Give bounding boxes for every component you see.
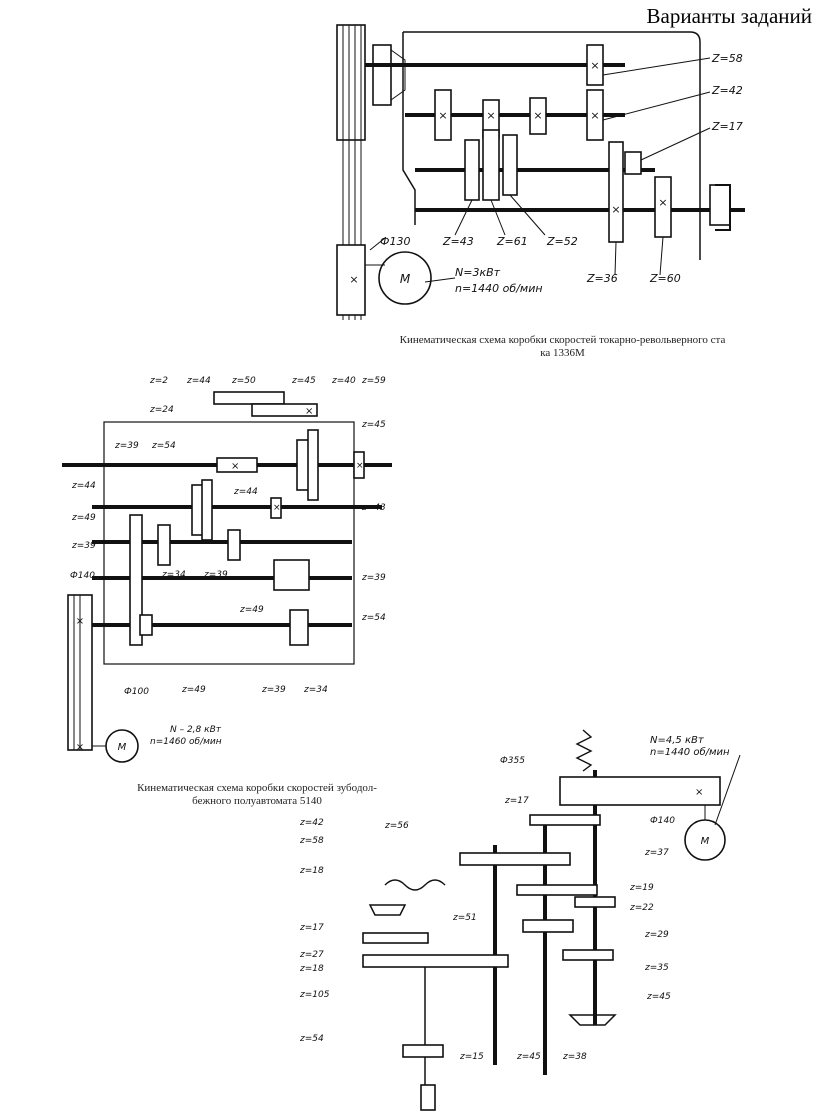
s2-label: z=39: [203, 570, 228, 580]
s2-label: z=49: [71, 513, 96, 523]
s2-label: z=49: [181, 685, 206, 695]
s3-label: z=29: [644, 930, 669, 940]
s3-label: z=38: [562, 1052, 587, 1062]
scheme-1-diagram: × × × × × × × × Z=58 Z=42 Z=17 Z=43 Z=61…: [336, 24, 745, 320]
s2-label: N – 2,8 кВт: [170, 725, 222, 735]
s2-label: z=39: [261, 685, 286, 695]
scheme-2-caption-line-1: Кинематическая схема коробки скоростей з…: [137, 782, 377, 794]
s1-label: Z=60: [649, 272, 681, 285]
s2-label: z=40: [331, 376, 356, 386]
s3-label: z=17: [504, 796, 529, 806]
s2-label: z=59: [361, 376, 386, 386]
s2-label: z=44: [186, 376, 211, 386]
s2-label: n=1460 об/мин: [150, 737, 222, 747]
s1-label: Z=58: [711, 52, 743, 65]
scheme-2-diagram: × × × × × × z=2 z=44 z=50 z=45 z=40 z=59…: [62, 376, 392, 763]
s2-label: z=39: [71, 541, 96, 551]
s2-label: Ф140: [70, 571, 95, 581]
s3-label: z=27: [299, 950, 324, 960]
s1-label: Z=61: [496, 235, 528, 248]
s1-label: Z=52: [546, 235, 578, 248]
s3-label: z=45: [516, 1052, 541, 1062]
s2-label: z=34: [161, 570, 186, 580]
svg-text:×: ×: [76, 742, 84, 753]
scheme-2-caption: Кинематическая схема коробки скоростей з…: [112, 782, 402, 808]
s3-label: z=51: [452, 913, 477, 923]
s3-label: N=4,5 кВт: [650, 735, 705, 746]
s2-label: z=39: [361, 573, 386, 583]
s2-label: z=2: [149, 376, 168, 386]
scheme-1-caption: Кинематическая схема коробки скоростей т…: [370, 334, 755, 360]
s3-label: z=18: [299, 866, 324, 876]
s3-label: z=17: [299, 923, 324, 933]
svg-text:×: ×: [349, 273, 358, 286]
s1-motor-label: M: [400, 272, 411, 286]
motor-circle-1: [378, 251, 432, 305]
s3-label: z=37: [644, 848, 669, 858]
s3-motor-label: M: [701, 836, 710, 847]
svg-text:×: ×: [305, 406, 313, 417]
s1-label: Ф130: [380, 235, 410, 248]
s1-label: Z=17: [711, 120, 743, 133]
svg-text:×: ×: [273, 503, 281, 513]
s2-label: z=49: [239, 605, 264, 615]
s3-label: z=58: [299, 836, 324, 846]
svg-text:×: ×: [438, 109, 447, 122]
svg-text:×: ×: [590, 109, 599, 122]
scheme-1-caption-line-1: Кинематическая схема коробки скоростей т…: [399, 334, 726, 346]
scheme-2-caption-line-2: бежного полуавтомата 5140: [192, 795, 322, 807]
s3-label: Ф355: [500, 756, 525, 766]
s1-label: Z=36: [586, 272, 618, 285]
scheme-1-caption-line-2: ка 1336М: [540, 347, 585, 359]
svg-text:×: ×: [590, 59, 599, 72]
s3-label: z=54: [299, 1034, 324, 1044]
svg-text:×: ×: [486, 109, 495, 122]
svg-text:×: ×: [695, 787, 703, 798]
s3-label: z=18: [299, 964, 324, 974]
page-title: Варианты заданий: [646, 4, 813, 28]
s1-label: Z=43: [442, 235, 474, 248]
s2-label: z=45: [361, 420, 386, 430]
svg-text:×: ×: [611, 203, 620, 216]
s2-motor-label: M: [118, 742, 127, 753]
s2-label: z=34: [303, 685, 328, 695]
s2-label: z=39: [114, 441, 139, 451]
s3-label: Ф140: [650, 816, 675, 826]
s1-label: n=1440 об/мин: [455, 282, 543, 295]
svg-text:×: ×: [658, 196, 667, 209]
s3-label: z=19: [629, 883, 654, 893]
s2-label: z=44: [233, 487, 258, 497]
s1-label: N=3кВт: [455, 266, 501, 279]
s2-label: z=50: [231, 376, 256, 386]
s3-label: z=35: [644, 963, 669, 973]
s2-label: z=44: [71, 481, 96, 491]
pulley-top: [336, 24, 366, 141]
s2-label: z=43: [361, 503, 386, 513]
s2-label: z=54: [361, 613, 386, 623]
s3-label: z=15: [459, 1052, 484, 1062]
s3-label: z=22: [629, 903, 654, 913]
svg-text:×: ×: [533, 109, 542, 122]
s3-label: z=105: [299, 990, 330, 1000]
pulley-motor: [336, 244, 366, 316]
s1-label: Z=42: [711, 84, 743, 97]
svg-text:×: ×: [76, 616, 84, 627]
s3-label: z=42: [299, 818, 324, 828]
svg-text:×: ×: [356, 461, 364, 471]
s2-label: z=24: [149, 405, 174, 415]
s2-label: Ф100: [124, 687, 149, 697]
svg-text:×: ×: [231, 461, 239, 472]
s2-label: z=54: [151, 441, 176, 451]
s3-label: z=56: [384, 821, 409, 831]
s3-label: z=45: [646, 992, 671, 1002]
s3-label: n=1440 об/мин: [650, 746, 730, 758]
s2-label: z=45: [291, 376, 316, 386]
scheme-3-diagram: × N=4,5 кВт n=1440 об/мин Ф355 z=17 Ф140…: [299, 729, 741, 1111]
